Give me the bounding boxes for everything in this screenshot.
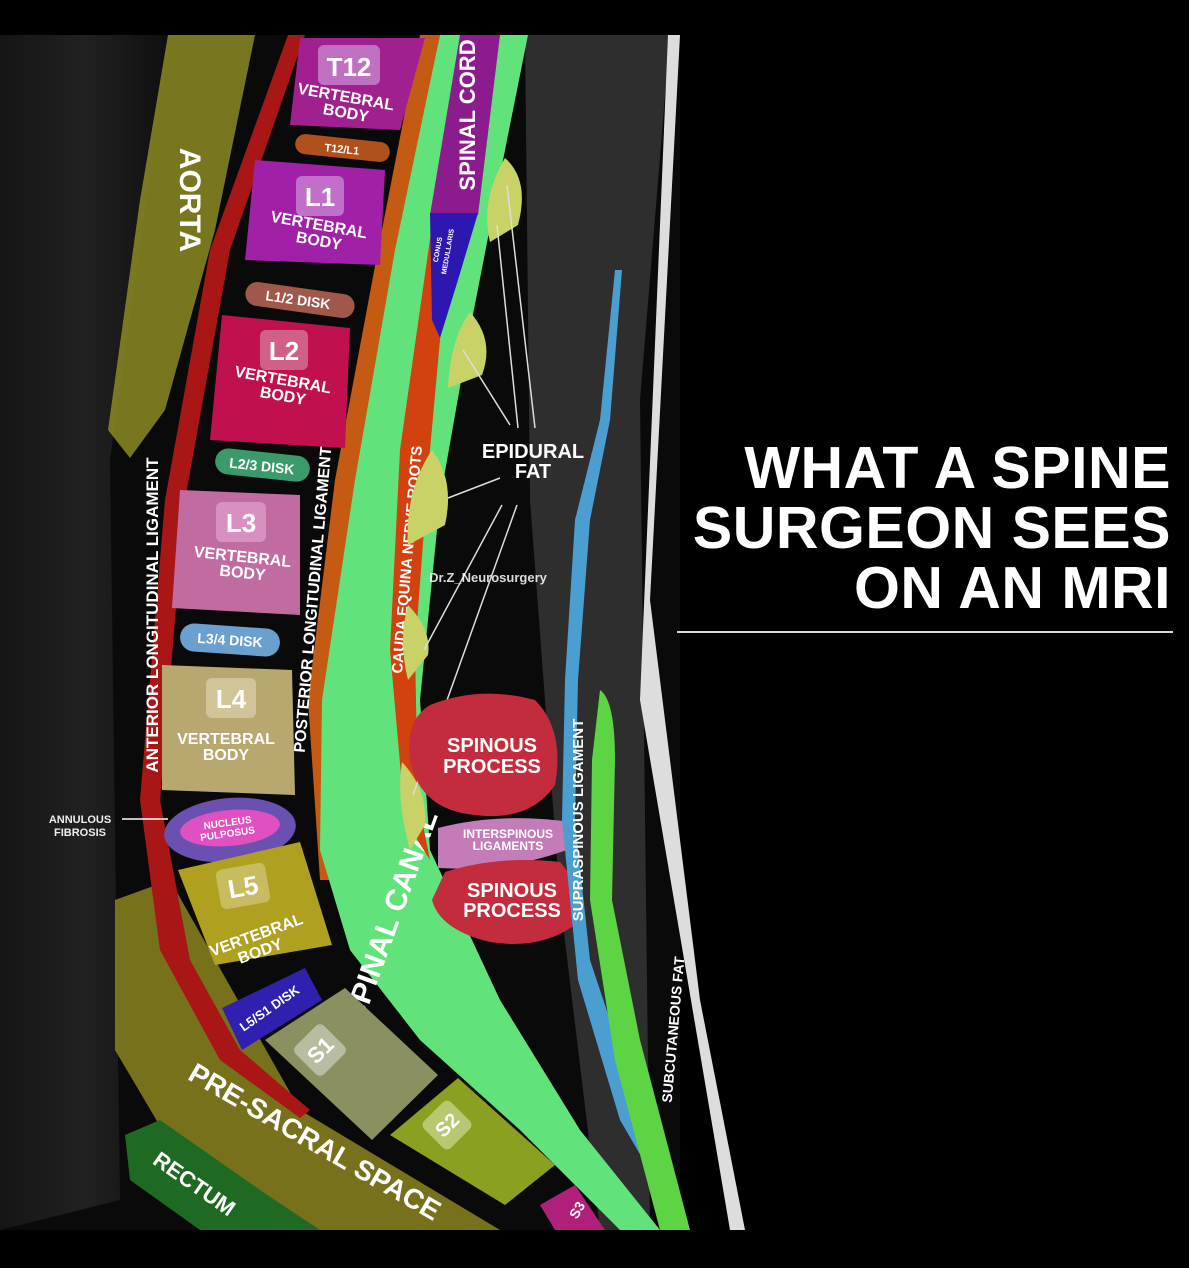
vertebral-label: VERTEBRAL: [177, 731, 275, 748]
vertebra-l4: L4 VERTEBRAL BODY: [162, 665, 295, 795]
l1-label: L1: [305, 182, 335, 212]
vertebra-l5: L5 VERTEBRAL BODY: [178, 842, 332, 968]
spinous-process-upper: [409, 693, 558, 817]
spinous-label-2: PROCESS: [443, 756, 541, 778]
epidural-fat: [400, 158, 522, 850]
l34-label: L3/4 DISK: [197, 630, 263, 651]
conus-label-1: CONUS: [433, 236, 444, 262]
watermark: Dr.Z_Neurosurgery: [429, 570, 548, 585]
epidural-label-2: FAT: [515, 461, 551, 483]
disk-l3-l4: L3/4 DISK: [180, 623, 280, 657]
annulous-label-2: FIBROSIS: [54, 827, 106, 839]
l23-label: L2/3 DISK: [229, 455, 296, 478]
epidural-label-1: EPIDURAL: [482, 441, 584, 463]
vertebra-t12: T12 VERTEBRAL BODY: [290, 38, 425, 130]
supraspinous-label: SUPRASPINOUS LIGAMENT: [570, 719, 587, 922]
title-line-2: SURGEON SEES: [692, 495, 1171, 561]
annulous-label-1: ANNULOUS: [49, 814, 111, 826]
pre-sacral-space: [115, 880, 500, 1230]
body-label: BODY: [203, 747, 250, 764]
supraspinous-ligament: [562, 270, 655, 1180]
spinal-cord-label: SPINAL CORD: [455, 39, 480, 190]
sacrum-s1: S1: [265, 988, 438, 1140]
spinous-label-1: SPINOUS: [447, 735, 537, 757]
spinal-cord: [430, 35, 500, 215]
spinous-process-lower: [432, 859, 578, 944]
conus-medullaris: [430, 213, 478, 338]
vertebra-l2: L2 VERTEBRAL BODY: [210, 315, 350, 448]
spinal-canal: [320, 35, 660, 1230]
spinous-label-2: PROCESS: [463, 900, 561, 922]
interspinous-ligaments: [438, 818, 572, 869]
interspinous-label-2: LIGAMENTS: [473, 839, 544, 853]
interspinous-label-1: INTERSPINOUS: [463, 827, 553, 841]
vertebra-l3: L3 VERTEBRAL BODY: [172, 490, 300, 615]
title-line-3: ON AN MRI: [854, 555, 1171, 621]
t12l1-label: T12/L1: [324, 142, 360, 158]
s3-label: S3: [566, 1198, 589, 1221]
disk-l4-l5: NUCLEUS PULPOSUS: [164, 797, 296, 863]
aorta: [108, 35, 255, 458]
title-line-1: WHAT A SPINE: [744, 435, 1171, 501]
sacrum-s3: S3: [540, 1185, 605, 1230]
t12-label: T12: [327, 52, 372, 82]
vertebra-l1: L1 VERTEBRAL BODY: [245, 160, 385, 265]
l4-label: L4: [216, 684, 247, 714]
disk-t12-l1: T12/L1: [295, 134, 390, 162]
rectum: [125, 1120, 320, 1230]
disk-l2-l3: L2/3 DISK: [215, 448, 310, 482]
title-underline: [677, 631, 1173, 633]
nucleus-pulposus: [180, 809, 280, 847]
l3-label: L3: [226, 508, 256, 538]
all-label: ANTERIOR LONGITUDINAL LIGAMENT: [143, 457, 162, 773]
page-title: WHAT A SPINE SURGEON SEES ON AN MRI: [631, 438, 1171, 618]
spinous-label-1: SPINOUS: [467, 880, 557, 902]
anterior-longitudinal-ligament: [140, 35, 310, 1118]
l2-label: L2: [269, 336, 299, 366]
disk-l1-l2: L1/2 DISK: [245, 282, 355, 318]
cauda-equina: [390, 225, 450, 860]
mri-posterior-tissue: [525, 35, 670, 1230]
subcutaneous-fat: [590, 690, 690, 1230]
sacrum-s2: S2: [390, 1078, 555, 1205]
aorta-label: AORTA: [173, 148, 206, 252]
l5-label: L5: [226, 870, 261, 905]
body-label: BODY: [219, 563, 267, 585]
skin-line: [640, 35, 745, 1230]
